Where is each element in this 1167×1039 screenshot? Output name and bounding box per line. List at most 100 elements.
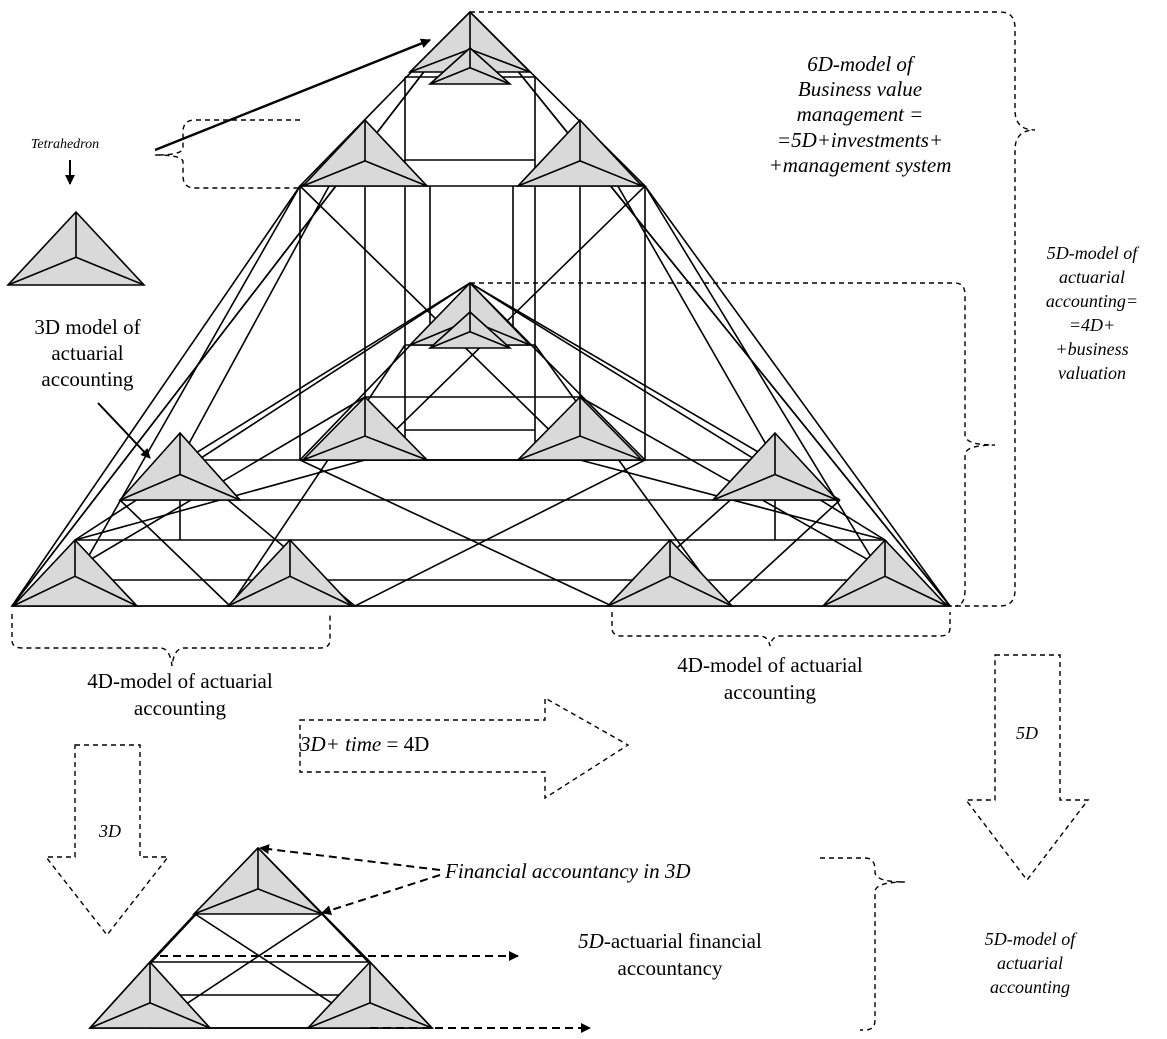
model-4d-left-line: accounting: [133, 695, 227, 720]
tetrahedron-edge: [469, 48, 531, 73]
arrow-3d-shape: [44, 744, 170, 937]
model-6d-line: +management system: [768, 152, 952, 177]
model-6d-line: management =: [796, 102, 924, 127]
tetrahedron-edge: [149, 1002, 211, 1029]
tetrahedron-edge: [369, 1002, 433, 1029]
brace-4d-right: [611, 612, 951, 647]
tetrahedron-edge: [7, 256, 77, 286]
wire-line: [321, 913, 371, 963]
model-6d-line: =5D+investments+: [776, 127, 944, 152]
tetrahedron-edge: [579, 160, 643, 187]
model-5d-line: accounting=: [1045, 290, 1139, 311]
financial-3d-label: Financial accountancy in 3D: [445, 859, 691, 883]
financial-5d-rest: -actuarial financial: [603, 929, 762, 953]
brace-tetrahedron: [154, 119, 300, 189]
tetrahedron-edge: [517, 435, 581, 461]
wire-line: [119, 499, 231, 607]
wire-line: [11, 11, 471, 607]
brace-5d-bottom: [820, 857, 906, 1031]
financial-5d-line1: 5D-actuarial financial: [520, 928, 820, 955]
model-5d-bottom-line: actuarial: [997, 952, 1063, 973]
tetrahedron-edge: [257, 888, 323, 915]
model-3d-line: actuarial: [51, 341, 124, 366]
top-triangle: [298, 11, 647, 187]
tetrahedron-edge: [12, 575, 76, 607]
tetrahedron-edge: [227, 575, 291, 607]
tetrahedron-edge: [429, 331, 471, 349]
tetrahedron-edge: [469, 67, 511, 85]
tetrahedron-edge: [884, 575, 948, 607]
wire-line: [469, 11, 951, 607]
model-5d-bottom-label: 5D-model of actuarial accounting: [940, 928, 1120, 1000]
dashed-annotations: [11, 11, 1090, 1031]
tetrahedron-edge: [289, 575, 353, 607]
tetrahedron-edge: [579, 435, 643, 461]
model-5d-line: 5D-model of: [1046, 243, 1138, 263]
brace-4d-left: [11, 614, 331, 667]
tetrahedron-edge: [302, 435, 366, 461]
tetrahedron-edge: [364, 435, 428, 461]
tetrahedron-edge: [517, 160, 581, 187]
model-4d-left-line: 4D-model of actuarial: [87, 669, 273, 693]
tetrahedron-edge: [364, 160, 428, 187]
brace-6d: [470, 11, 1036, 607]
wire-line: [534, 344, 726, 607]
tetrahedron-edge: [712, 473, 776, 501]
arrows: [65, 38, 591, 1033]
tetrahedron-edge: [607, 575, 671, 607]
model-6d-line: 6D-model of: [807, 52, 913, 76]
financial-5d-label: 5D-actuarial financial accountancy: [520, 928, 820, 981]
arrow-3d-label: 3D: [99, 821, 121, 841]
model-5d-actuarial-label: 5D-model of actuarial accounting= =4D+ +…: [1022, 242, 1162, 386]
model-5d-line: valuation: [1058, 362, 1126, 383]
wire-line: [11, 185, 301, 607]
time-formula-italic: 3D+ time: [300, 732, 382, 756]
model-5d-line: actuarial: [1059, 266, 1125, 287]
model-6d-line: Business value: [797, 77, 923, 102]
tetrahedron-edge: [119, 473, 181, 501]
pointer-arrow-dashed: [259, 844, 441, 871]
wire-line: [354, 459, 646, 607]
arrow-5d-shape: [964, 654, 1090, 882]
tetrahedron-edge: [74, 575, 138, 607]
model-3d-line: accounting: [41, 367, 134, 392]
model-5d-bottom-line: 5D-model of: [984, 929, 1076, 949]
model-5d-line: +business: [1055, 338, 1129, 359]
tetrahedron-edge: [429, 67, 471, 85]
tetrahedron-edge: [302, 160, 366, 187]
tetrahedron-edge: [75, 256, 145, 286]
model-3d-label: 3D model of actuarial accounting: [0, 314, 175, 392]
model-4d-right-line: accounting: [723, 679, 817, 704]
tetrahedron-label: Tetrahedron: [30, 137, 100, 152]
wire-line: [299, 459, 613, 607]
brace-5d: [470, 282, 996, 607]
wire-line: [644, 185, 951, 607]
pointer-arrow: [97, 402, 151, 459]
tetrahedra: [6, 10, 949, 1029]
model-3d-line: 3D model of: [34, 315, 141, 339]
tetrahedron-edge: [179, 473, 241, 501]
tetrahedron-edge: [669, 575, 733, 607]
wire-line: [644, 185, 886, 581]
wire-line: [74, 185, 301, 581]
tetrahedron-edge: [307, 1002, 371, 1029]
time-formula-rest: = 4D: [381, 732, 430, 756]
wire-line: [469, 282, 886, 541]
model-4d-left-label: 4D-model of actuarial accounting: [30, 668, 330, 721]
model-5d-line: =4D+: [1068, 314, 1116, 335]
tetrahedron-edge: [469, 331, 511, 349]
tetrahedron-edge: [822, 575, 886, 607]
pointer-arrow: [154, 38, 431, 152]
model-6d-label: 6D-model of Business value management = …: [730, 52, 990, 178]
wire-line: [724, 499, 841, 607]
wire-line: [149, 913, 196, 963]
tetrahedron-edge: [774, 473, 838, 501]
model-4d-right-line: 4D-model of actuarial: [677, 653, 863, 677]
financial-5d-italic: 5D: [578, 929, 604, 953]
tetrahedron-edge: [89, 1002, 151, 1029]
tetrahedron-edge: [193, 888, 259, 915]
tetrahedron-edge: [409, 48, 471, 73]
financial-5d-line2: accountancy: [617, 955, 723, 980]
